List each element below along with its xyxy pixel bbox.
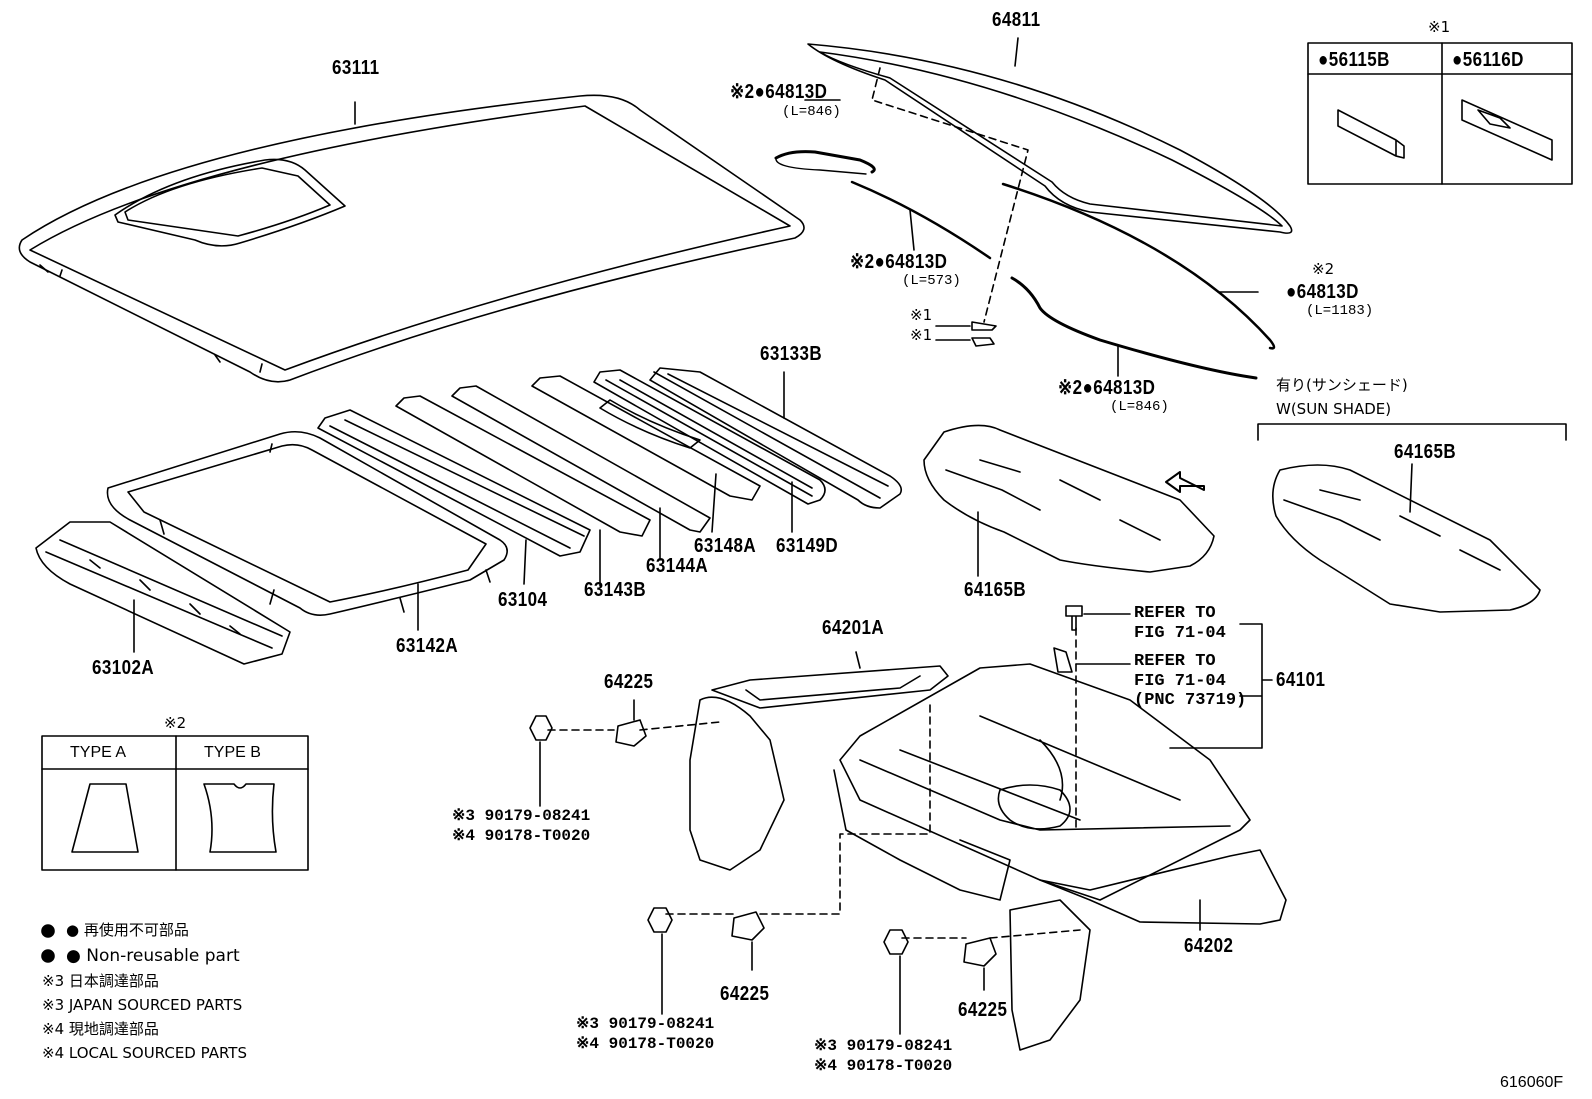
- label-64813d-a: ※2●64813D: [730, 81, 828, 103]
- roof-panel: [18, 94, 805, 383]
- package-tray-insulator-right: [1272, 464, 1541, 613]
- label-64813d-c-mark: ※2: [1312, 260, 1335, 278]
- inset-clips-box: [1307, 42, 1573, 185]
- legend-line-4: ※3 JAPAN SOURCED PARTS: [42, 996, 243, 1014]
- label-63102a: 63102A: [92, 657, 155, 679]
- sunroof-frame: [106, 430, 508, 616]
- lower-back-panel: [1009, 849, 1287, 1051]
- roof-bows: [317, 367, 903, 557]
- legend-line-5: ※4 現地調達部品: [42, 1020, 159, 1038]
- label-sunshade-en: W(SUN SHADE): [1276, 400, 1392, 418]
- label-64813d-d: ※2●64813D: [1058, 377, 1156, 399]
- nut-label-mid: ※3 90179-08241 ※4 90178-T0020: [576, 1015, 715, 1053]
- label-64813d-b-length: (L=573): [902, 273, 961, 289]
- label-64813d-b: ※2●64813D: [850, 251, 948, 273]
- label-64202: 64202: [1184, 935, 1234, 957]
- strip-846a: [774, 150, 876, 174]
- nuts-brackets: [529, 605, 1083, 967]
- legend-line-3: ※3 日本調達部品: [42, 972, 159, 990]
- label-64813d-c: ●64813D: [1286, 281, 1359, 303]
- arrow: [1165, 471, 1205, 493]
- strip-1183: [1001, 182, 1276, 350]
- label-64813d-c-length: (L=1183): [1306, 303, 1374, 319]
- front-header: [35, 521, 291, 665]
- label-64165b-right: 64165B: [1394, 441, 1457, 463]
- label-64225-right: 64225: [958, 999, 1008, 1021]
- label-64225-top: 64225: [604, 671, 654, 693]
- label-64813d-d-length: (L=846): [1110, 399, 1169, 415]
- label-63149d: 63149D: [776, 535, 839, 557]
- figure-id: 616060F: [1500, 1074, 1564, 1091]
- package-tray-insulator-left: [923, 424, 1215, 573]
- leader-64811: [1014, 37, 1019, 67]
- nut-label-right: ※3 90179-08241 ※4 90178-T0020: [814, 1037, 953, 1075]
- label-type-b: TYPE B: [204, 744, 261, 761]
- refer-fig-71-04-a: REFER TO FIG 71-04: [1134, 604, 1226, 643]
- label-clip-1: ※1: [910, 306, 933, 324]
- label-63111: 63111: [332, 57, 380, 79]
- inset-clips-col2: ●56116D: [1452, 49, 1524, 71]
- label-63142a: 63142A: [396, 635, 459, 657]
- label-64101: 64101: [1276, 669, 1326, 691]
- legend-line-2: ● Non-reusable part: [66, 946, 240, 966]
- label-64811: 64811: [992, 9, 1041, 31]
- label-63144a: 63144A: [646, 555, 709, 577]
- legend-line-6: ※4 LOCAL SOURCED PARTS: [42, 1044, 247, 1062]
- back-glass: [807, 43, 1293, 234]
- nut-label-top: ※3 90179-08241 ※4 90178-T0020: [452, 807, 591, 845]
- inset-types-box: [41, 735, 309, 871]
- label-clip-2: ※1: [910, 326, 933, 344]
- inset-types-mark: ※2: [164, 714, 187, 732]
- label-64165b-left: 64165B: [964, 579, 1027, 601]
- strip-846b: [1010, 276, 1258, 380]
- strip-573: [850, 180, 992, 260]
- label-63104: 63104: [498, 589, 548, 611]
- label-63133b: 63133B: [760, 343, 823, 365]
- legend-line-1: ● 再使用不可部品: [66, 921, 189, 939]
- inset-clips-col1: ●56115B: [1318, 49, 1390, 71]
- label-63148a: 63148A: [694, 535, 757, 557]
- label-63143b: 63143B: [584, 579, 647, 601]
- label-64813d-a-length: (L=846): [782, 104, 841, 120]
- inset-clips-mark: ※1: [1428, 18, 1451, 36]
- label-64201a: 64201A: [822, 617, 885, 639]
- refer-fig-71-04-b: REFER TO FIG 71-04 (PNC 73719): [1134, 652, 1247, 711]
- label-64225-mid: 64225: [720, 983, 770, 1005]
- label-type-a: TYPE A: [70, 744, 127, 761]
- label-sunshade-jp: 有り(サンシェード): [1276, 376, 1408, 394]
